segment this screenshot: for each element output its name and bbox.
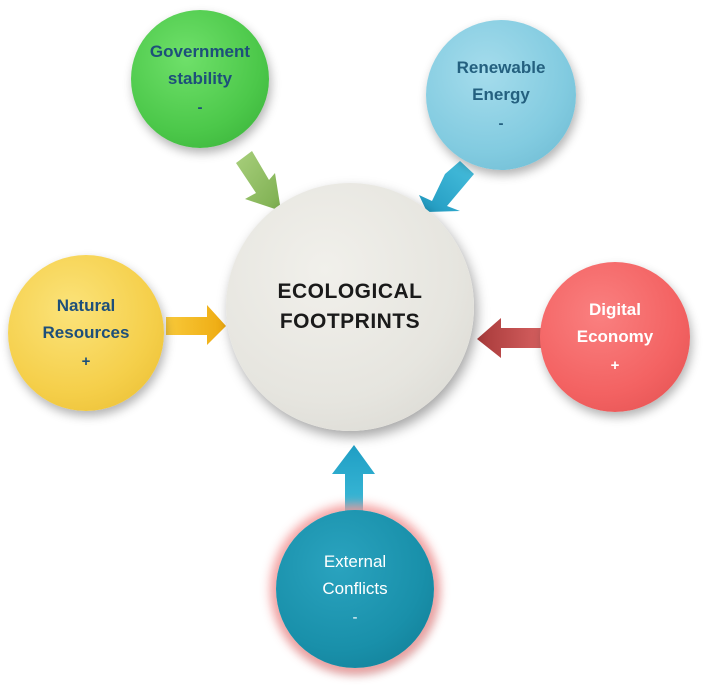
- arrow-natural-to-center: [166, 305, 226, 345]
- renewable-label-line2: Energy: [472, 85, 530, 104]
- natural-sign: +: [81, 353, 91, 370]
- arrow-government-to-center: [236, 151, 281, 211]
- node-external-conflicts: External Conflicts -: [276, 510, 434, 668]
- arrow-digital-to-center: [477, 318, 541, 358]
- renewable-sign: -: [498, 115, 504, 132]
- external-label-line1: External: [323, 552, 387, 571]
- external-label-line2: Conflicts: [322, 579, 388, 598]
- arrow-external-to-center: [332, 445, 375, 512]
- government-label-line1: Government: [149, 42, 251, 61]
- arrow-renewable-to-center: [419, 161, 474, 212]
- digital-label-line2: Economy: [576, 327, 654, 346]
- government-label-line2: stability: [167, 69, 233, 88]
- natural-label-line2: Resources: [42, 323, 130, 342]
- center-ecological-footprints: ECOLOGICAL FOOTPRINTS: [226, 183, 474, 431]
- node-renewable-energy: Renewable Energy -: [426, 20, 576, 170]
- node-government-stability: Government stability -: [131, 10, 269, 148]
- node-digital-economy: Digital Economy +: [540, 262, 690, 412]
- digital-label-line1: Digital: [589, 300, 641, 319]
- renewable-label-line1: Renewable: [456, 58, 546, 77]
- center-label-line2: FOOTPRINTS: [279, 310, 421, 333]
- government-sign: -: [197, 99, 203, 116]
- node-natural-resources: Natural Resources +: [8, 255, 164, 411]
- external-sign: -: [352, 609, 358, 626]
- center-label-line1: ECOLOGICAL: [277, 280, 423, 303]
- digital-sign: +: [610, 357, 620, 374]
- natural-label-line1: Natural: [56, 296, 116, 315]
